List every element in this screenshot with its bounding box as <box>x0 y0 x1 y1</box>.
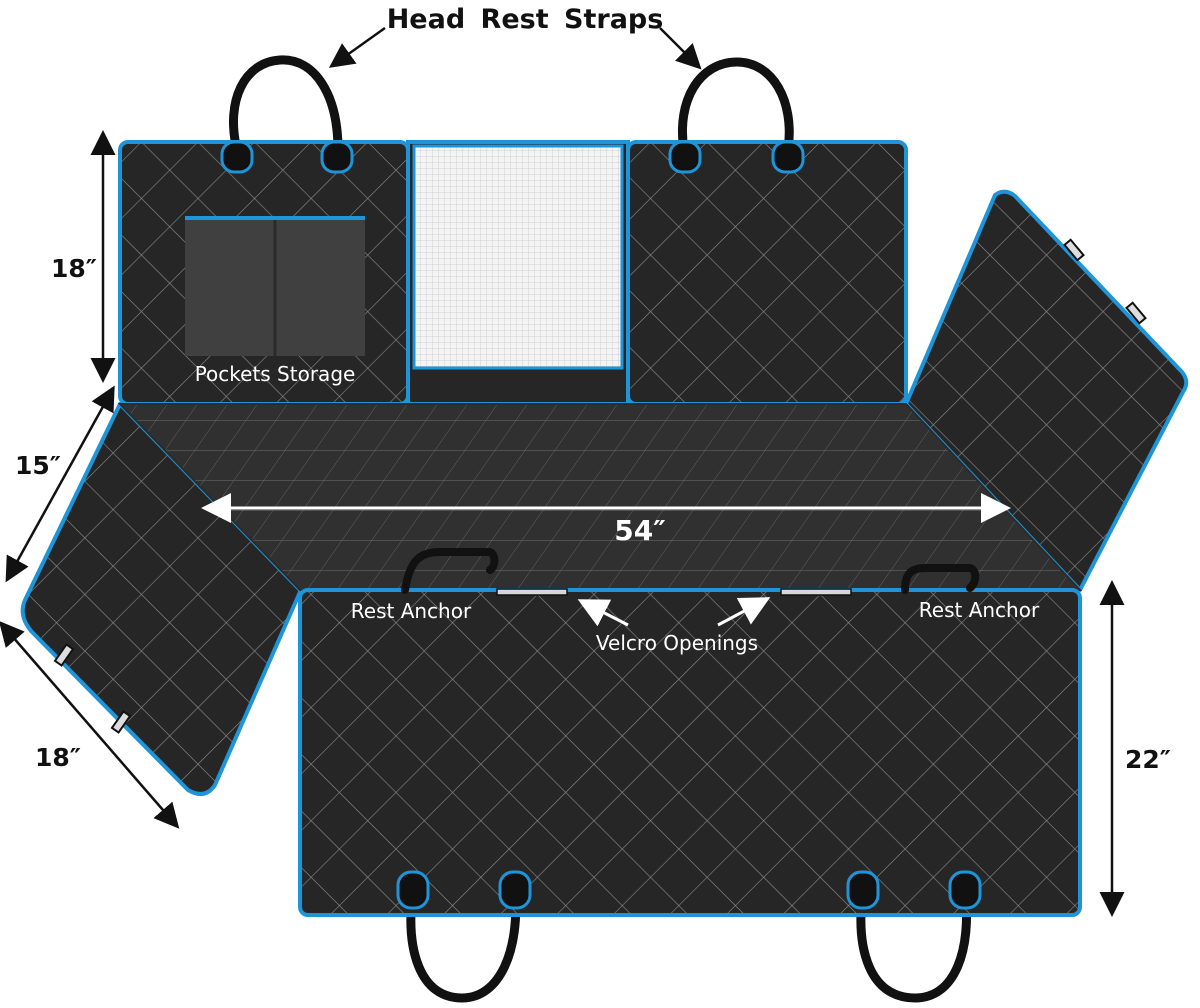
pockets-storage <box>185 216 365 356</box>
rest-anchor-right <box>901 564 980 594</box>
velcro-opening-right <box>780 588 852 596</box>
back-panel-right <box>626 140 908 406</box>
dim-arrow-side-bottom <box>0 620 180 829</box>
bottom-loop-2 <box>498 870 532 910</box>
label-dim-side-bottom: 18″ <box>35 743 81 772</box>
side-flap-right-clip-1 <box>1063 238 1085 262</box>
strap-loop-1 <box>220 140 254 174</box>
side-flap-right-clip-2 <box>1125 301 1147 325</box>
bottom-loop-3 <box>846 870 880 910</box>
headrest-strap-right <box>678 57 794 155</box>
label-velcro-openings: Velcro Openings <box>596 631 758 655</box>
callout-arrow-velcro-right <box>717 597 771 627</box>
strap-loop-3 <box>668 140 702 174</box>
label-dim-back-height: 18″ <box>51 254 97 283</box>
callout-arrow-straps-left <box>328 26 386 68</box>
side-flap-right <box>904 189 1189 592</box>
rest-anchor-left <box>401 548 499 594</box>
dim-arrow-side-top <box>5 385 115 583</box>
bottom-strap-left <box>406 885 521 1003</box>
strap-loop-4 <box>771 140 805 174</box>
label-width-54: 54″ <box>614 514 665 547</box>
bottom-panel <box>298 588 1082 917</box>
label-dim-bottom-height: 22″ <box>1125 745 1171 774</box>
velcro-opening-left <box>496 588 568 596</box>
bottom-loop-1 <box>396 870 430 910</box>
strap-loop-2 <box>320 140 354 174</box>
label-pockets-storage: Pockets Storage <box>195 362 356 386</box>
mesh-window <box>412 144 624 370</box>
callout-arrow-straps-right <box>659 27 702 70</box>
callout-arrow-velcro-left <box>577 599 629 627</box>
bottom-loop-4 <box>948 870 982 910</box>
label-dim-side-top: 15″ <box>15 451 61 480</box>
label-rest-anchor-left: Rest Anchor <box>351 599 472 623</box>
bottom-strap-right <box>856 885 972 1003</box>
label-rest-anchor-right: Rest Anchor <box>919 598 1040 622</box>
label-head-rest-straps: Head Rest Straps <box>387 4 664 35</box>
headrest-strap-left <box>229 55 343 155</box>
